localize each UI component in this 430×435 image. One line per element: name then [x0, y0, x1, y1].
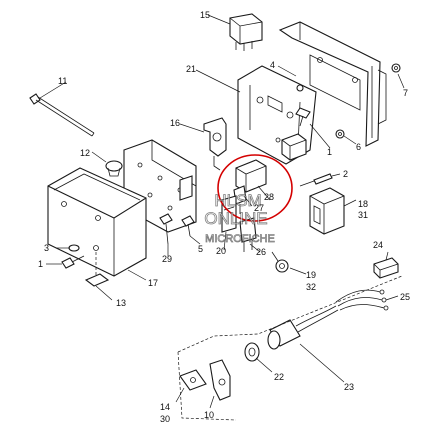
watermark-line-3: MICROFICHE [205, 233, 275, 245]
exploded-assembly-outline [177, 275, 403, 421]
part-1-screw-upper [295, 107, 311, 127]
callout-21: 21 [186, 64, 196, 74]
callout-3: 3 [44, 243, 49, 253]
callout-10: 10 [204, 410, 214, 420]
part-24-cap [373, 257, 399, 279]
part-7-nut [391, 63, 401, 73]
part-20-bracket [221, 195, 237, 233]
leader-lines [39, 14, 405, 409]
callout-17: 17 [148, 278, 158, 288]
callout-7: 7 [403, 88, 408, 98]
part-26-connector [239, 217, 257, 252]
callout-1-lower: 1 [38, 259, 43, 269]
part-22-nut [244, 342, 260, 362]
callout-22: 22 [274, 372, 284, 382]
callout-26: 26 [256, 247, 266, 257]
part-15-relay [229, 13, 263, 51]
watermark-line-2: ONLINE [204, 209, 267, 228]
callout-30: 30 [160, 414, 170, 424]
part-14-gasket [179, 369, 207, 391]
callout-13: 13 [116, 298, 126, 308]
part-2-screw [299, 173, 333, 187]
connector-block [281, 133, 307, 161]
mounting-bracket [278, 21, 387, 147]
callout-11: 11 [58, 76, 67, 86]
callout-23: 23 [344, 382, 354, 392]
highlight-circle [217, 154, 293, 222]
callout-18: 18 [358, 199, 368, 209]
part-19-eyelet [271, 251, 289, 273]
callout-24: 24 [373, 240, 383, 250]
part-12-grommet [105, 160, 123, 177]
watermark: HLSM ONLINE MICROFICHE [204, 191, 275, 246]
part-1-screw-lower [61, 255, 85, 269]
callout-2: 2 [343, 169, 348, 179]
callout-25: 25 [400, 292, 410, 302]
part-16-clip [203, 117, 227, 171]
callout-15: 15 [200, 10, 210, 20]
callout-29: 29 [162, 254, 172, 264]
callout-27: 27 [254, 203, 264, 213]
callout-labels: 15 21 4 7 11 16 1 6 12 2 18 31 27 28 5 2… [38, 10, 410, 424]
callout-31: 31 [358, 210, 368, 220]
part-28-relay [235, 159, 267, 193]
callout-5: 5 [198, 244, 203, 254]
part-5-screw [181, 215, 195, 237]
callout-19: 19 [306, 270, 316, 280]
part-6-washer [335, 129, 345, 139]
watermark-line-1: HLSM [214, 191, 261, 210]
part-18-housing [309, 187, 345, 235]
part-3-washer [68, 244, 80, 252]
callout-14: 14 [160, 402, 170, 412]
part-13-pad [84, 252, 110, 287]
callout-6: 6 [356, 142, 361, 152]
callout-32: 32 [306, 282, 316, 292]
part-23-sensor [267, 305, 339, 350]
callout-1-upper: 1 [327, 147, 332, 157]
callout-12: 12 [80, 148, 90, 158]
callout-20: 20 [216, 246, 226, 256]
part-11-cable-tie [29, 93, 95, 137]
part-10-bracket [209, 359, 231, 401]
callout-16: 16 [170, 118, 180, 128]
callout-28: 28 [264, 192, 274, 202]
part-25-wires [335, 289, 389, 311]
part-29-bolt [159, 213, 173, 245]
callout-4: 4 [270, 60, 275, 70]
